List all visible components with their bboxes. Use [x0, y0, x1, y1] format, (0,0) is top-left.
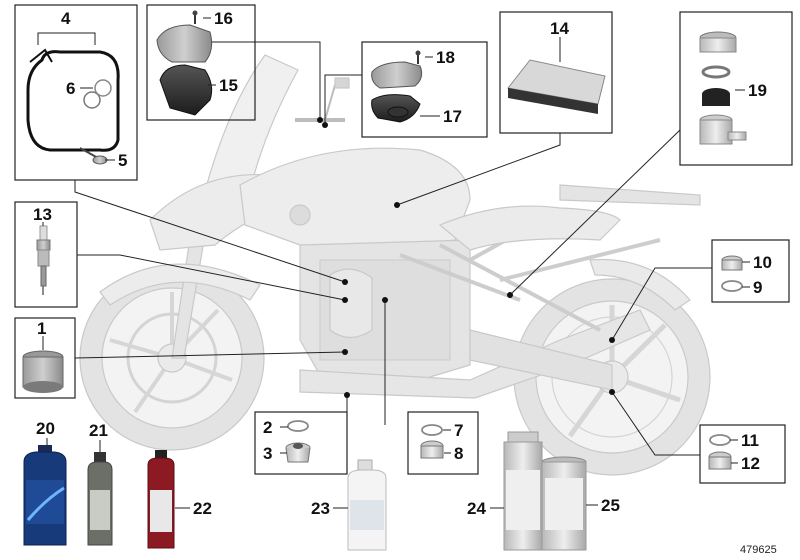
part-3-drain-plug [285, 442, 311, 463]
box-19 [679, 11, 793, 166]
part-9-seal-ring [721, 280, 743, 292]
label-1: 1 [37, 319, 46, 338]
part-15-cover-black [159, 64, 213, 116]
part-1-oil-filter [22, 350, 64, 393]
part-18-cover-grey [371, 50, 423, 89]
part-10-plug [721, 255, 743, 271]
part-8-plug [420, 440, 444, 459]
box-1 [14, 317, 76, 399]
label-3: 3 [263, 444, 272, 463]
part-14-air-filter [507, 59, 606, 114]
label-13: 13 [33, 205, 52, 224]
box-4-5-6 [14, 4, 138, 181]
label-19: 19 [748, 81, 767, 100]
label-9: 9 [753, 278, 762, 297]
motorcycle-illustration [79, 54, 711, 476]
part-7-seal-ring [421, 424, 443, 436]
label-8: 8 [454, 444, 463, 463]
part-20-engine-oil-bottle [23, 445, 67, 546]
label-18: 18 [436, 48, 455, 67]
box-2-3 [254, 411, 348, 475]
label-5: 5 [118, 151, 127, 170]
part-19-reservoir [699, 31, 747, 145]
box-11-12 [699, 424, 786, 484]
diagram-reference-number: 479625 [740, 544, 777, 556]
label-6: 6 [66, 79, 75, 98]
label-7: 7 [454, 421, 463, 440]
box-9-10 [711, 239, 790, 303]
part-21-oil-bottle [87, 452, 113, 546]
label-25: 25 [601, 496, 620, 515]
part-12-plug [708, 451, 732, 470]
label-21: 21 [89, 421, 108, 440]
label-leaders [37, 17, 750, 509]
label-11: 11 [741, 431, 759, 450]
label-15: 15 [219, 76, 238, 95]
label-16: 16 [214, 9, 233, 28]
part-24-spray-can [503, 431, 543, 551]
part-2-seal-ring [287, 420, 309, 432]
box-13 [14, 201, 78, 308]
box-17-18 [361, 41, 488, 138]
part-11-seal-ring [709, 434, 731, 446]
label-23: 23 [311, 499, 330, 518]
label-10: 10 [753, 253, 772, 272]
part-4-gasket [26, 48, 120, 152]
part-number-labels: 1 2 3 4 5 6 7 8 9 10 11 12 13 14 15 16 1… [33, 9, 777, 556]
callout-boxes [14, 4, 793, 484]
part-22-fluid-bottle [147, 450, 175, 549]
label-17: 17 [443, 107, 462, 126]
label-24: 24 [467, 499, 486, 518]
callout-lines [74, 41, 712, 456]
label-22: 22 [193, 499, 212, 518]
part-16-cover-grey [156, 10, 213, 63]
box-14 [499, 11, 613, 134]
label-20: 20 [36, 419, 55, 438]
part-23-coolant-bottle [347, 459, 387, 551]
callout-dots [317, 117, 615, 398]
part-13-spark-plug [36, 225, 51, 295]
box-7-8 [407, 411, 479, 475]
part-17-seal-black [371, 94, 421, 123]
part-6-seal-ring [94, 79, 112, 97]
box-15-16 [146, 4, 256, 121]
part-25-tin-can [541, 456, 587, 551]
label-2: 2 [263, 418, 272, 437]
label-12: 12 [741, 454, 760, 473]
label-4: 4 [61, 9, 71, 28]
label-14: 14 [550, 19, 569, 38]
